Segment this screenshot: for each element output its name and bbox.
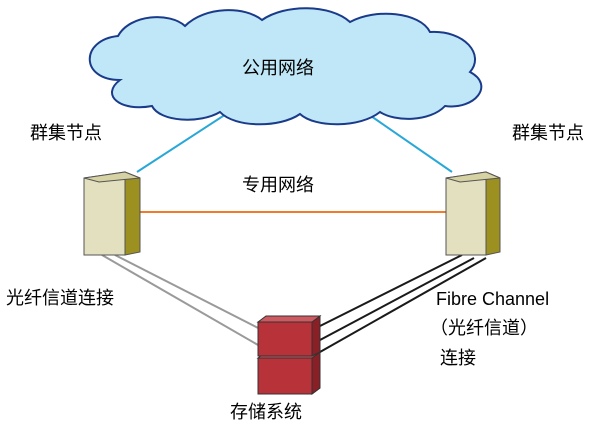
fibre-link-left-2 <box>101 254 259 346</box>
public-network-cloud <box>88 7 483 126</box>
left-connection-label: 光纤信道连接 <box>6 288 114 309</box>
left-node-label: 群集节点 <box>30 123 102 144</box>
right-connection-label-line2: （光纤信道） <box>430 318 538 339</box>
right-cluster-node-server <box>445 171 501 256</box>
public-link-left <box>136 104 241 173</box>
right-connection-label-line3: 连接 <box>440 348 476 369</box>
right-connection-label-line1: Fibre Channel <box>436 289 550 309</box>
right-node-label: 群集节点 <box>512 123 584 144</box>
private-network-label: 专用网络 <box>242 175 314 196</box>
fibre-link-right-2 <box>319 257 475 341</box>
fibre-link-right-3 <box>319 257 487 353</box>
storage-system-label: 存储系统 <box>230 402 302 423</box>
connection-lines <box>101 104 487 353</box>
left-cluster-node-server <box>83 171 141 256</box>
fibre-link-right-1 <box>319 254 463 327</box>
fibre-link-left-1 <box>114 254 263 331</box>
public-network-label: 公用网络 <box>242 58 314 79</box>
storage-system-icon <box>256 315 322 395</box>
